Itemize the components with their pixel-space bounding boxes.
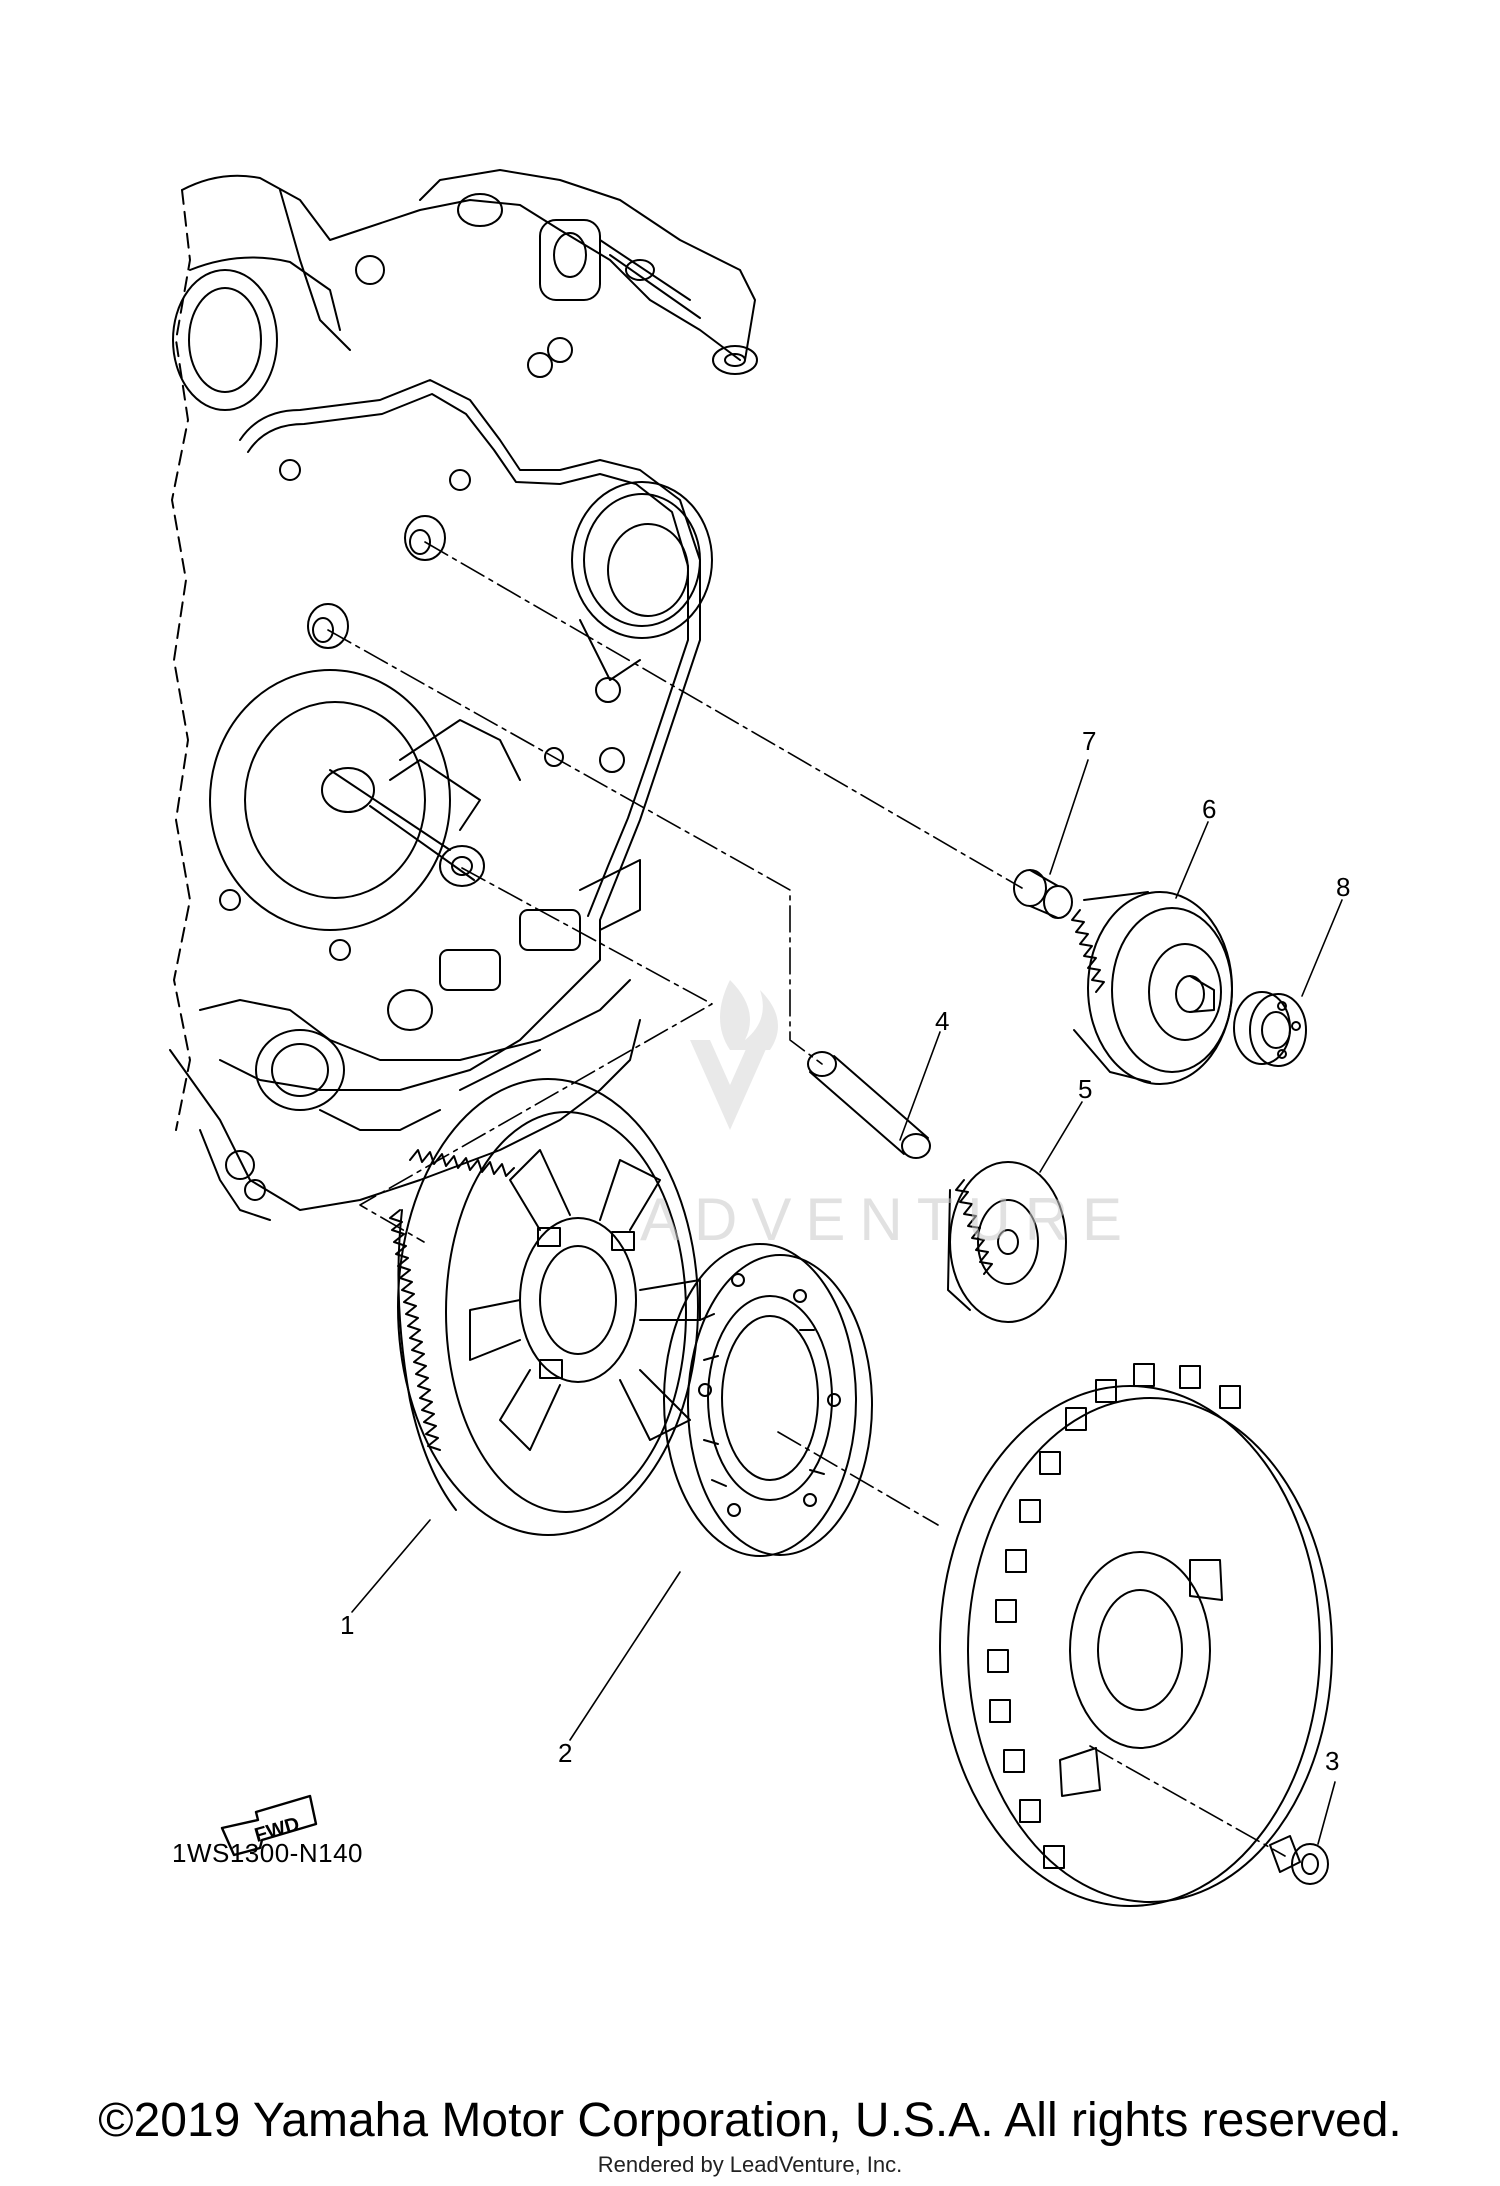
callout-7: 7	[1082, 726, 1096, 756]
watermark-logo	[690, 980, 778, 1130]
part-4-shaft	[807, 1051, 931, 1159]
alignment-lines	[327, 541, 1286, 1857]
watermark-text: ADVENTURE	[640, 1186, 1137, 1253]
part-3-bolt	[1269, 1835, 1329, 1885]
fwd-arrow-icon	[220, 1794, 318, 1857]
part-5-idle-gear	[947, 1161, 1067, 1323]
rendered-by-credit: Rendered by LeadVenture, Inc.	[597, 2152, 903, 2177]
diagram-code: 1WS1300-N140	[172, 1838, 363, 1868]
part-2-one-way-clutch	[663, 1243, 873, 1557]
part-6-idle-gear-assembly	[1071, 891, 1233, 1085]
callout-2: 2	[558, 1738, 572, 1768]
part-1-starter-wheel-gear	[389, 1078, 701, 1536]
part-7-needle-bearing	[1013, 869, 1073, 919]
callout-5: 5	[1078, 1074, 1092, 1104]
part-8-ball-bearing	[1233, 991, 1307, 1067]
engine-crankcase	[169, 169, 758, 1221]
callout-6: 6	[1202, 794, 1216, 824]
callout-4: 4	[935, 1006, 949, 1036]
copyright-notice: ©2019 Yamaha Motor Corporation, U.S.A. A…	[98, 2094, 1402, 2147]
callout-1: 1	[340, 1610, 354, 1640]
callout-leaders	[351, 759, 1343, 1845]
callout-3: 3	[1325, 1746, 1339, 1776]
callout-8: 8	[1336, 872, 1350, 902]
rotor-flywheel	[939, 1363, 1333, 1907]
